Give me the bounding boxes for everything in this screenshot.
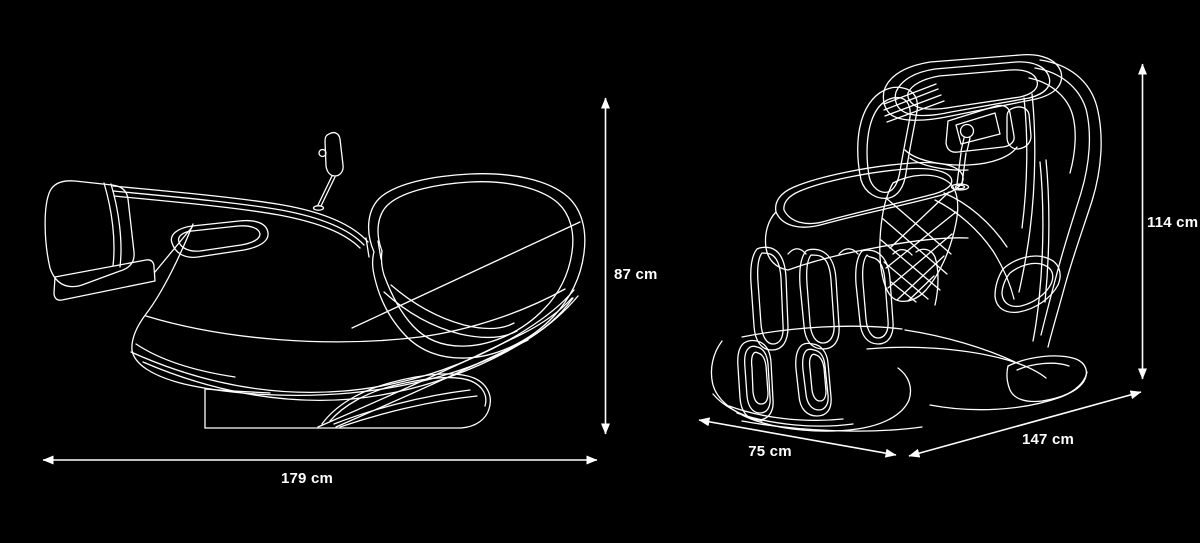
dimension-line-width <box>698 417 897 458</box>
headrest-top <box>882 54 1063 171</box>
leg-massage-tubes <box>750 246 939 351</box>
footrest-slot <box>170 219 269 258</box>
right-armrest <box>934 192 1061 314</box>
remote-holder <box>945 104 1032 191</box>
backrest-right-panel <box>1018 59 1102 348</box>
side-view-drawing <box>44 132 586 429</box>
dimension-label-width: 75 cm <box>748 443 792 460</box>
dimension-line-depth <box>908 390 1142 458</box>
backrest-top-edge <box>112 185 369 249</box>
dimension-label-height-reclined: 87 cm <box>614 266 658 283</box>
headrest-pillow <box>44 180 194 301</box>
base-rails <box>130 289 579 428</box>
mesh-back-pillow <box>879 174 959 303</box>
left-armrest <box>764 161 969 271</box>
dimension-label-height: 114 cm <box>1147 214 1199 231</box>
remote-control <box>312 132 344 211</box>
base-pedestal <box>204 373 491 429</box>
dimension-label-depth: 147 cm <box>1021 431 1075 448</box>
foot-massager <box>710 339 912 432</box>
dimension-label-length: 179 cm <box>280 470 334 487</box>
front-view-drawing <box>710 54 1102 432</box>
seat-body <box>131 223 574 396</box>
armrest-side <box>351 173 586 359</box>
headrest-left-wing <box>857 86 919 199</box>
dimension-lines <box>42 63 1147 465</box>
